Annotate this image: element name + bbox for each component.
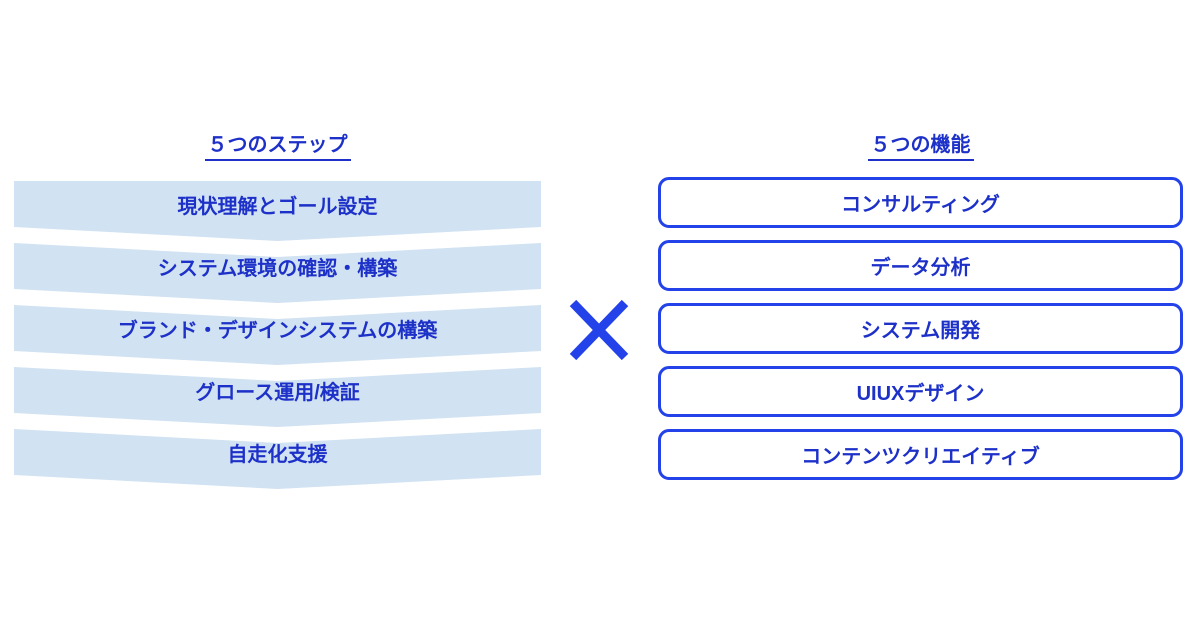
function-box: データ分析 bbox=[658, 240, 1183, 291]
functions-list: コンサルティング データ分析 システム開発 UIUXデザイン コンテンツクリエイ… bbox=[658, 177, 1183, 492]
function-box-label: コンサルティング bbox=[841, 194, 1000, 216]
multiply-icon bbox=[569, 299, 629, 361]
function-box: システム開発 bbox=[658, 303, 1183, 354]
step-banner-label: 自走化支援 bbox=[227, 443, 328, 466]
step-banner: システム環境の確認・構築 bbox=[14, 243, 541, 303]
function-box: UIUXデザイン bbox=[658, 366, 1183, 417]
steps-list: 現状理解とゴール設定 システム環境の確認・構築 ブランド・デザインシステムの構築… bbox=[14, 181, 541, 491]
step-banner-label: 現状理解とゴール設定 bbox=[177, 195, 378, 218]
function-box-label: UIUXデザイン bbox=[856, 383, 985, 405]
step-banner: 現状理解とゴール設定 bbox=[14, 181, 541, 241]
function-box: コンテンツクリエイティブ bbox=[658, 429, 1183, 480]
step-banner: 自走化支援 bbox=[14, 429, 541, 489]
steps-column-title-text: ５つのステップ bbox=[204, 132, 351, 161]
function-box-label: コンテンツクリエイティブ bbox=[801, 446, 1040, 468]
step-banner-label: グロース運用/検証 bbox=[195, 381, 360, 404]
step-banner: ブランド・デザインシステムの構築 bbox=[14, 305, 541, 365]
function-box: コンサルティング bbox=[658, 177, 1183, 228]
functions-column-title: ５つの機能 bbox=[658, 129, 1183, 161]
function-box-label: システム開発 bbox=[860, 320, 981, 342]
function-box-label: データ分析 bbox=[870, 257, 971, 279]
step-banner-label: システム環境の確認・構築 bbox=[157, 257, 398, 280]
step-banner: グロース運用/検証 bbox=[14, 367, 541, 427]
steps-column-title: ５つのステップ bbox=[14, 129, 541, 161]
step-banner-label: ブランド・デザインシステムの構築 bbox=[117, 319, 438, 342]
functions-column-title-text: ５つの機能 bbox=[867, 132, 974, 161]
